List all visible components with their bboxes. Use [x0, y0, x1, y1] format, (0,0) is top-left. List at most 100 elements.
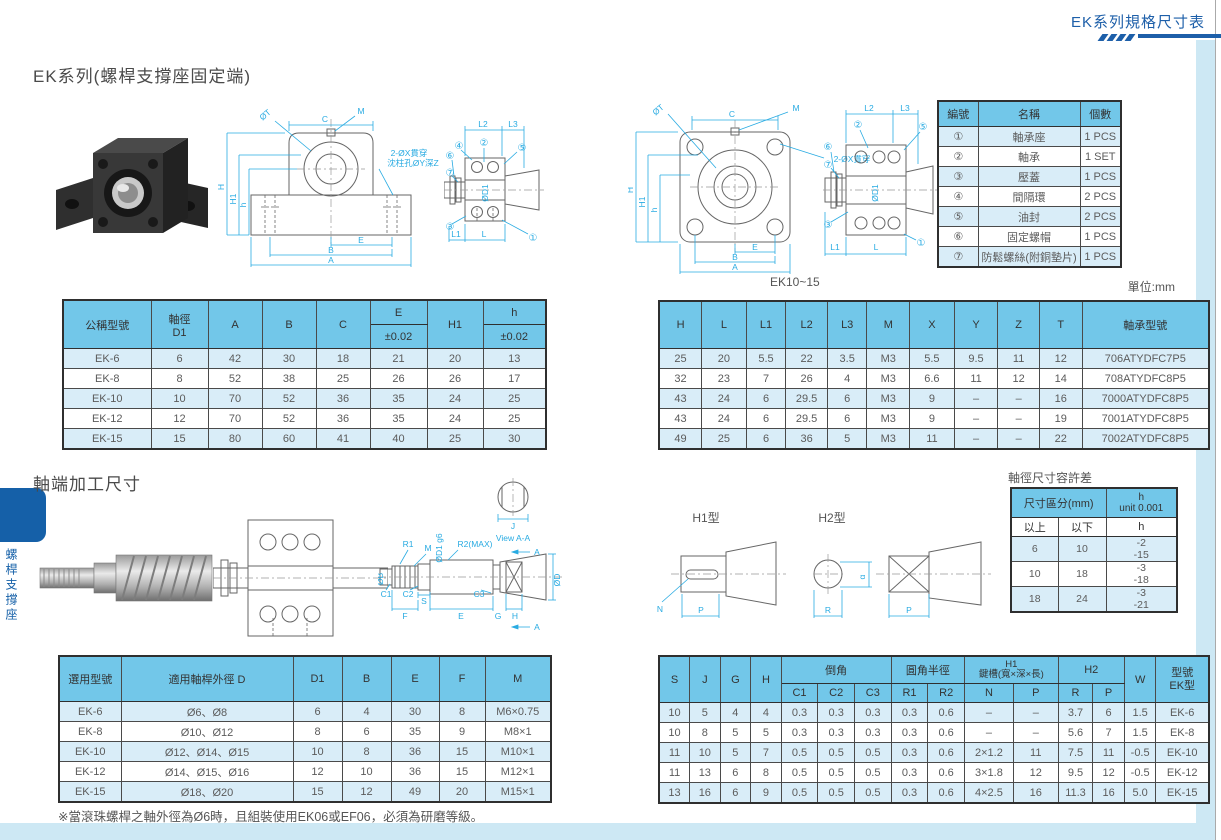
- dim-label-hs: h: [649, 207, 659, 212]
- table-cell: -3 -18: [1105, 561, 1178, 588]
- table-cell: 18: [315, 348, 371, 369]
- ek10-15-drawing: C ØT M 2-ØX貫穿 H H1 h E B A L2 L3: [628, 102, 938, 274]
- table-cell: 70: [207, 408, 263, 429]
- dim-label-p: P: [698, 605, 704, 615]
- table-cell: –: [953, 388, 999, 409]
- table-header-row: H L L1 L2 L3 M X Y Z T 軸承型號: [658, 300, 1210, 349]
- table-cell: M3: [866, 348, 911, 369]
- bearing-section-drawing: [213, 519, 388, 637]
- table-cell: 10: [150, 388, 209, 409]
- table-cell: 12: [997, 368, 1040, 389]
- table-cell: 0.6: [927, 742, 965, 763]
- table-cell: 80: [207, 428, 263, 450]
- table-cell: 9: [909, 388, 955, 409]
- table-cell: M3: [866, 388, 911, 409]
- table-cell: 24: [426, 388, 484, 409]
- table-cell: 8: [750, 762, 782, 783]
- dim-label-l3: L3: [508, 119, 518, 129]
- table-cell: 8: [292, 721, 343, 742]
- table-cell: 35: [369, 408, 428, 429]
- col-header-l: L: [701, 300, 747, 349]
- col-header-h: H: [750, 655, 782, 703]
- table-cell: 6: [826, 388, 868, 409]
- table-cell: 25: [482, 388, 547, 409]
- table-cell: 4: [341, 701, 392, 722]
- table-cell: 10: [341, 761, 392, 782]
- table-cell: 11: [1012, 742, 1059, 763]
- table-cell: –: [1012, 702, 1059, 723]
- table-cell: M3: [866, 368, 911, 389]
- dim-label-h: H: [216, 184, 226, 190]
- table-cell: Ø14、Ø15、Ø16: [120, 761, 294, 782]
- table-cell: 0.5: [854, 782, 892, 804]
- dim-label-od1: ØD1: [480, 184, 490, 202]
- col-header-no: 編號: [937, 100, 979, 127]
- part-callout-5: ⑤: [919, 122, 928, 133]
- dim-label-g: G: [495, 611, 502, 621]
- bottom-margin-band: [0, 823, 1215, 840]
- table-cell: 5.5: [909, 348, 955, 369]
- h1-type-dim-lines: [661, 578, 720, 618]
- table-cell: 3.5: [826, 348, 868, 369]
- group-header-h2: H2: [1057, 655, 1125, 684]
- table-cell: EK-6: [1155, 702, 1210, 723]
- table-cell: 22: [785, 348, 828, 369]
- table-cell: EK-12: [62, 408, 152, 429]
- table-cell: 0.3: [780, 702, 819, 723]
- table-cell: 11: [658, 742, 691, 763]
- header-rule: [1138, 34, 1221, 38]
- dim-label-h: H: [512, 611, 518, 621]
- table-cell: 22: [1038, 428, 1083, 450]
- dim-label-h1: H1: [637, 196, 647, 207]
- part-callout-5: ⑤: [518, 143, 527, 154]
- table-cell: EK-15: [58, 781, 122, 803]
- ek10-side-dim-lines: [824, 110, 921, 256]
- table-cell: M12×1: [484, 761, 552, 782]
- table-cell: 0.5: [854, 742, 892, 763]
- table-cell: 1 PCS: [1079, 166, 1122, 187]
- table-cell: 0.5: [817, 742, 855, 763]
- table-cell: 24: [701, 388, 747, 409]
- table-cell: 防鬆螺絲(附銅墊片): [977, 246, 1081, 268]
- view-aa-label: View A-A: [496, 533, 531, 543]
- table-cell: 6: [719, 782, 752, 804]
- table-cell: 13: [689, 762, 721, 783]
- table-cell: 29.5: [785, 408, 828, 429]
- table-cell: 26: [785, 368, 828, 389]
- table-header-row: ±0.02 ±0.02: [63, 324, 547, 349]
- table-cell: 0.3: [854, 702, 892, 723]
- shaft-machining-drawing: J View A-A A A ØB R1 M ØD1 g6 R2(MAX) C1…: [378, 478, 563, 632]
- section2-title: 軸端加工尺寸: [33, 475, 141, 494]
- table-cell: 5: [826, 428, 868, 450]
- table-cell: EK-6: [62, 348, 152, 369]
- table-cell: –: [953, 408, 999, 429]
- table-cell: 9.5: [1057, 762, 1094, 783]
- h2-type-geometry: [813, 541, 982, 606]
- hole-note-2: 沈柱孔ØY深Z: [387, 158, 438, 168]
- table-cell: –: [953, 428, 999, 450]
- part-callout-1: ①: [917, 238, 926, 249]
- table-cell: 0.3: [890, 742, 929, 763]
- table-cell: 8: [438, 701, 486, 722]
- table-cell: 5.5: [745, 348, 787, 369]
- table-cell: 6: [1010, 535, 1059, 563]
- table-cell: 9: [750, 782, 782, 804]
- ek10-front-dim-lines: [635, 111, 825, 274]
- table-cell: 0.3: [890, 722, 929, 743]
- table-cell: EK-12: [1155, 762, 1210, 783]
- dim-label-b: B: [732, 252, 738, 262]
- table-cell: 0.5: [854, 762, 892, 783]
- dim-label-l2: L2: [864, 103, 874, 113]
- table-cell: –: [1012, 722, 1059, 743]
- table-header-row: S J G H 倒角 圓角半徑 H1 鍵槽(寬×深×長) H2 W 型號 EK型: [658, 655, 1210, 703]
- dim-label-l: L: [874, 242, 879, 252]
- table-cell: 2×1.2: [963, 742, 1014, 763]
